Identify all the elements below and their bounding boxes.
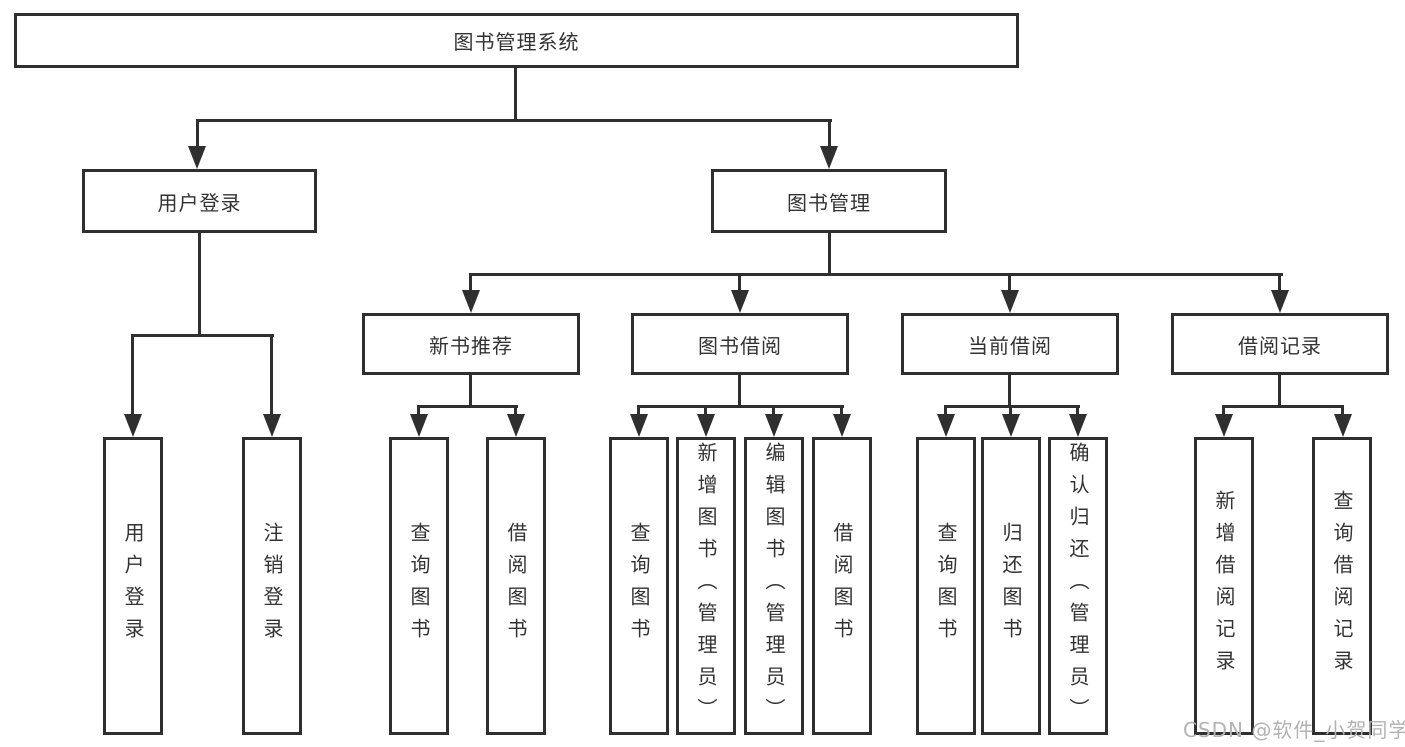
connector-to-current-borrow — [1008, 273, 1011, 292]
csdn-watermark: CSDN @软件_小贺同学 — [1183, 718, 1405, 742]
leaf-return-book: 归还图书 — [981, 437, 1041, 735]
arrowhead-book-mgmt-icon — [820, 146, 838, 169]
node-new-book-recommend: 新书推荐 — [362, 313, 580, 375]
connector-to-leaf-login — [131, 334, 134, 416]
connector-book-mgmt-split — [470, 273, 1283, 276]
connector-to-new-book — [469, 273, 472, 292]
connector-g1-c1 — [417, 405, 420, 416]
leaf-user-login: 用户登录 — [103, 437, 163, 735]
leaf-borrow-book-2: 借阅图书 — [812, 437, 872, 735]
arrowhead-g3-c2-icon — [1002, 414, 1020, 437]
connector-user-login-trunk — [198, 233, 201, 337]
arrowhead-user-login-icon — [188, 146, 206, 169]
leaf-add-borrow-record: 新增借阅记录 — [1194, 437, 1254, 735]
connector-g2-c2 — [704, 405, 707, 416]
leaf-confirm-return-admin: 确认归还（管理员） — [1048, 437, 1108, 735]
connector-g3-trunk — [1008, 375, 1011, 407]
connector-user-login-split — [131, 334, 274, 337]
leaf-query-book-1: 查询图书 — [389, 437, 449, 735]
leaf-logout: 注销登录 — [242, 437, 302, 735]
leaf-query-book-3: 查询图书 — [916, 437, 976, 735]
connector-g2-c4 — [840, 405, 843, 416]
connector-book-mgmt-trunk — [828, 233, 831, 275]
node-borrowing-records: 借阅记录 — [1171, 313, 1389, 375]
arrowhead-g3-c1-icon — [937, 414, 955, 437]
arrowhead-g1-c2-icon — [507, 414, 525, 437]
node-book-borrowing: 图书借阅 — [631, 313, 849, 375]
arrowhead-leaf-logout-icon — [263, 414, 281, 437]
arrowhead-g2-c1-icon — [630, 414, 648, 437]
arrowhead-g2-c2-icon — [697, 414, 715, 437]
connector-root-split — [196, 119, 832, 122]
leaf-query-borrow-record: 查询借阅记录 — [1312, 437, 1372, 735]
connector-to-user-login — [196, 119, 199, 147]
connector-to-leaf-logout — [270, 334, 273, 416]
connector-g2-c3 — [772, 405, 775, 416]
arrowhead-g1-c1-icon — [410, 414, 428, 437]
connector-to-borrow-records — [1278, 273, 1281, 292]
connector-g4-c2 — [1341, 405, 1344, 416]
arrowhead-leaf-login-icon — [124, 414, 142, 437]
arrowhead-book-borrow-icon — [731, 290, 749, 313]
leaf-query-book-2: 查询图书 — [609, 437, 669, 735]
leaf-edit-book-admin: 编辑图书（管理员） — [744, 437, 804, 735]
arrowhead-borrow-records-icon — [1271, 290, 1289, 313]
connector-g1-c2 — [514, 405, 517, 416]
connector-to-book-borrow — [738, 273, 741, 292]
node-library-system: 图书管理系统 — [14, 13, 1019, 68]
arrowhead-g2-c3-icon — [765, 414, 783, 437]
leaf-borrow-book-1: 借阅图书 — [486, 437, 546, 735]
connector-g4-c1 — [1222, 405, 1225, 416]
connector-g1-split — [417, 405, 518, 408]
connector-g4-split — [1222, 405, 1344, 408]
arrowhead-current-borrow-icon — [1001, 290, 1019, 313]
leaf-add-book-admin: 新增图书（管理员） — [676, 437, 736, 735]
connector-g3-c3 — [1076, 405, 1079, 416]
arrowhead-g4-c2-icon — [1334, 414, 1352, 437]
node-current-borrowing: 当前借阅 — [901, 313, 1119, 375]
arrowhead-g2-c4-icon — [833, 414, 851, 437]
connector-to-book-mgmt — [828, 119, 831, 147]
connector-root-trunk — [514, 68, 517, 121]
connector-g2-trunk — [738, 375, 741, 407]
connector-g3-c2 — [1009, 405, 1012, 416]
connector-g2-split — [637, 405, 844, 408]
connector-g3-c1 — [944, 405, 947, 416]
connector-g1-trunk — [469, 375, 472, 407]
arrowhead-g4-c1-icon — [1215, 414, 1233, 437]
arrowhead-new-book-icon — [462, 290, 480, 313]
node-book-management: 图书管理 — [711, 169, 947, 233]
node-user-login: 用户登录 — [82, 169, 317, 233]
connector-g2-c1 — [637, 405, 640, 416]
connector-g4-trunk — [1278, 375, 1281, 407]
arrowhead-g3-c3-icon — [1069, 414, 1087, 437]
connector-g3-split — [944, 405, 1080, 408]
